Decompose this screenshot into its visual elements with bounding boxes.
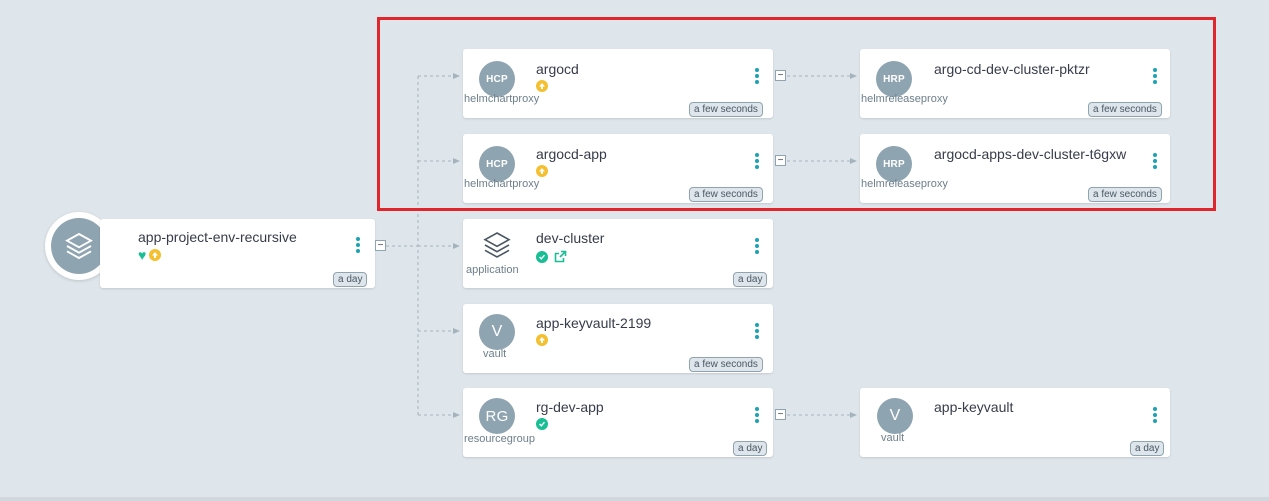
node-argocd-app[interactable]: HCP argocd-app helmchartproxy a few seco… — [463, 134, 773, 203]
node-argocd[interactable]: HCP argocd helmchartproxy a few seconds — [463, 49, 773, 118]
root-app-icon[interactable] — [45, 212, 113, 280]
age-badge: a few seconds — [1088, 187, 1162, 202]
root-app-node[interactable]: app-project-env-recursive ♥ a day — [100, 219, 375, 288]
layers-icon — [479, 227, 515, 263]
age-badge: a few seconds — [1088, 102, 1162, 117]
vault-icon: V — [877, 398, 913, 434]
node-menu-button[interactable] — [754, 323, 760, 341]
root-age-badge: a day — [333, 272, 368, 287]
node-status — [536, 334, 548, 346]
hcp-icon: HCP — [479, 146, 515, 182]
age-badge: a day — [733, 272, 768, 287]
hrp-icon: HRP — [876, 61, 912, 97]
out-of-sync-icon — [536, 165, 548, 177]
node-status — [536, 165, 548, 177]
node-kind: application — [466, 264, 519, 276]
node-status — [536, 80, 548, 92]
age-badge: a few seconds — [689, 102, 763, 117]
argocd-collapse-toggle[interactable]: − — [775, 70, 786, 81]
node-title: app-keyvault — [934, 399, 1014, 415]
node-title: dev-cluster — [536, 230, 605, 246]
node-menu-button[interactable] — [1152, 407, 1158, 425]
node-title: app-keyvault-2199 — [536, 315, 652, 331]
age-badge: a few seconds — [689, 357, 763, 372]
node-menu-button[interactable] — [1152, 153, 1158, 171]
argocd-app-collapse-toggle[interactable]: − — [775, 155, 786, 166]
out-of-sync-icon — [536, 80, 548, 92]
node-argocd-release[interactable]: HRP argo-cd-dev-cluster-pktzr helmreleas… — [860, 49, 1170, 118]
node-menu-button[interactable] — [754, 238, 760, 256]
node-menu-button[interactable] — [1152, 68, 1158, 86]
node-title: argocd — [536, 61, 579, 77]
age-badge: a few seconds — [689, 187, 763, 202]
hcp-icon: HCP — [479, 61, 515, 97]
age-badge: a day — [733, 441, 768, 456]
vault-icon: V — [479, 314, 515, 350]
synced-check-icon — [536, 250, 548, 263]
root-status: ♥ — [138, 247, 162, 263]
node-title: argocd-app — [536, 146, 607, 162]
node-menu-button[interactable] — [754, 407, 760, 425]
node-dev-cluster[interactable]: dev-cluster application a day — [463, 219, 773, 288]
highlight-box — [377, 17, 1216, 211]
node-status — [536, 418, 548, 430]
node-title: argo-cd-dev-cluster-pktzr — [934, 61, 1090, 77]
bottom-divider — [0, 497, 1269, 501]
root-app-title: app-project-env-recursive — [138, 229, 297, 245]
node-app-keyvault-2199[interactable]: V app-keyvault-2199 vault a few seconds — [463, 304, 773, 373]
healthy-heart-icon: ♥ — [138, 247, 147, 263]
synced-check-icon — [536, 418, 548, 430]
node-kind: vault — [483, 348, 507, 360]
resourcegroup-icon: RG — [479, 398, 515, 434]
out-of-sync-icon — [149, 249, 162, 261]
hrp-icon: HRP — [876, 146, 912, 182]
root-menu-button[interactable] — [355, 237, 361, 255]
node-kind: helmreleaseproxy — [861, 93, 948, 105]
node-kind: helmchartproxy — [464, 178, 540, 190]
root-collapse-toggle[interactable]: − — [375, 240, 386, 251]
node-title: argocd-apps-dev-cluster-t6gxw — [934, 146, 1127, 162]
node-kind: helmchartproxy — [464, 93, 540, 105]
node-menu-button[interactable] — [754, 68, 760, 86]
age-badge: a day — [1130, 441, 1165, 456]
external-link-icon[interactable] — [554, 250, 567, 263]
node-kind: helmreleaseproxy — [861, 178, 948, 190]
node-title: rg-dev-app — [536, 399, 604, 415]
rg-collapse-toggle[interactable]: − — [775, 409, 786, 420]
node-status — [536, 250, 567, 263]
node-rg-dev-app[interactable]: RG rg-dev-app resourcegroup a day — [463, 388, 773, 457]
out-of-sync-icon — [536, 334, 548, 346]
node-menu-button[interactable] — [754, 153, 760, 171]
node-app-keyvault[interactable]: V app-keyvault vault a day — [860, 388, 1170, 457]
node-kind: resourcegroup — [464, 433, 535, 445]
node-argocd-app-release[interactable]: HRP argocd-apps-dev-cluster-t6gxw helmre… — [860, 134, 1170, 203]
layers-icon — [51, 218, 107, 274]
node-kind: vault — [881, 432, 905, 444]
